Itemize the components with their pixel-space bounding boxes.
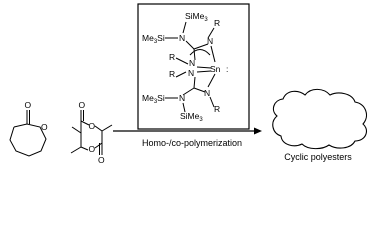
- caprolactone-structure: [9, 110, 47, 157]
- reaction-scheme: O O O O O O: [9, 3, 367, 165]
- lactide-structure: [70, 110, 113, 155]
- catalyst-structure: [165, 21, 216, 113]
- r-top-right: R: [214, 18, 220, 28]
- nitrogen-bottom-left: N: [179, 93, 185, 103]
- lactide-top-carbonyl-oxygen: O: [79, 100, 86, 110]
- reaction-arrow: [113, 127, 262, 135]
- nitrogen-top-right: N: [207, 36, 213, 46]
- lactide-bottom-carbonyl-oxygen: O: [98, 155, 105, 165]
- scheme-svg: O O O O O O: [9, 3, 367, 165]
- tms-left-top-label: Me3Si: [142, 33, 165, 45]
- nitrogen-center-upper: N: [189, 58, 195, 68]
- cyclic-polyester-shape: [272, 88, 367, 150]
- nitrogen-center-lower: N: [188, 68, 194, 78]
- reaction-condition-label: Homo-/co-polymerization: [142, 138, 242, 148]
- lactide-ring-oxygen-top: O: [89, 121, 96, 131]
- nitrogen-top-left: N: [179, 33, 185, 43]
- tms-bottom-label: SiMe3: [180, 111, 203, 123]
- nitrogen-bottom-right: N: [204, 88, 210, 98]
- caprolactone-carbonyl-oxygen: O: [25, 100, 32, 110]
- tms-top-label: SiMe3: [185, 11, 208, 23]
- r-left-upper: R: [169, 52, 175, 62]
- r-bottom-right: R: [214, 104, 220, 114]
- lactide-ring-oxygen-bottom: O: [89, 144, 96, 154]
- r-left-lower: R: [169, 69, 175, 79]
- caprolactone-ring-oxygen: O: [41, 122, 48, 132]
- tin-lone-pair: :: [226, 64, 228, 74]
- tin-label: Sn: [210, 64, 221, 74]
- catalyst-box: [137, 3, 250, 130]
- tms-left-bottom-label: Me3Si: [142, 93, 165, 105]
- product-label: Cyclic polyesters: [284, 152, 352, 162]
